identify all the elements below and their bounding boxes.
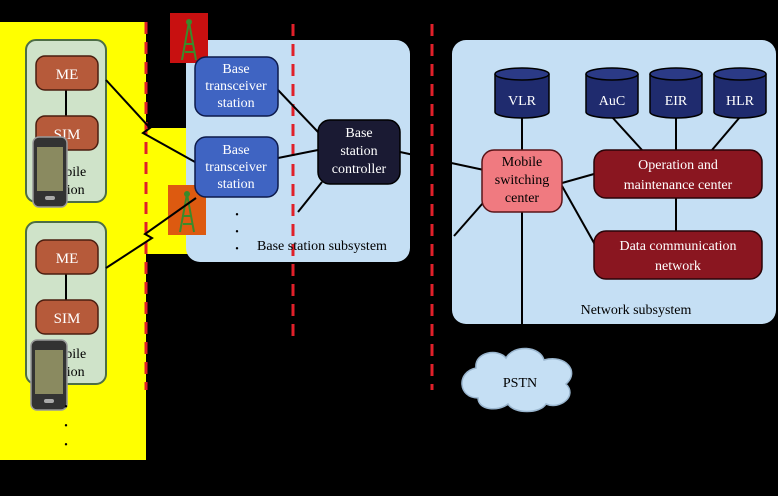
me-label: ME xyxy=(56,67,79,83)
omc-label-line2: maintenance center xyxy=(624,178,733,193)
bsc-label-line3: controller xyxy=(332,162,387,177)
msc-label-line3: center xyxy=(505,191,540,206)
mobile-station-2: ME SIM Mobile station xyxy=(25,221,107,411)
omc-box xyxy=(593,149,763,199)
bsc-box xyxy=(317,119,401,185)
ellipsis-dot: • xyxy=(235,227,239,238)
omc-label-line1: Operation and xyxy=(638,158,718,173)
dcn-label-line2: network xyxy=(655,259,701,274)
auc-database-icon xyxy=(585,67,639,119)
msc-label-line2: switching xyxy=(495,173,549,188)
ellipsis-dot: • xyxy=(235,244,239,255)
dcn-label-line1: Data communication xyxy=(619,239,736,254)
radio-link xyxy=(105,79,196,163)
me-box xyxy=(35,239,99,275)
ellipsis-dot: • xyxy=(64,440,68,451)
bts-label-line2: transceiver xyxy=(205,160,267,175)
bts-label-line3: station xyxy=(217,177,254,192)
pstn-cloud-icon xyxy=(461,347,573,413)
me-box xyxy=(35,55,99,91)
bsc-label-line2: station xyxy=(340,144,377,159)
phone-icon xyxy=(30,339,68,411)
hlr-database-icon xyxy=(713,67,767,119)
bts-box xyxy=(194,56,279,117)
pstn-label: PSTN xyxy=(503,376,537,391)
bts-label-line1: Base xyxy=(222,62,249,77)
bts-label-line1: Base xyxy=(222,143,249,158)
ellipsis-dot: • xyxy=(64,402,68,413)
msc-label-line1: Mobile xyxy=(502,155,542,170)
nss-subsystem-label: Network subsystem xyxy=(581,303,692,318)
mobile-station-1: ME SIM Mobile station xyxy=(25,39,107,208)
dcn-box xyxy=(593,230,763,280)
sim-label: SIM xyxy=(54,311,81,327)
hlr-label: HLR xyxy=(726,94,755,109)
auc-label: AuC xyxy=(599,94,625,109)
eir-database-icon xyxy=(649,67,703,119)
ellipsis-dot: • xyxy=(235,210,239,221)
bts-label-line3: station xyxy=(217,96,254,111)
me-label: ME xyxy=(56,251,79,267)
phone-icon xyxy=(32,136,68,208)
radio-link xyxy=(105,197,197,269)
bsc-label-line1: Base xyxy=(345,126,372,141)
vlr-database-icon xyxy=(494,67,550,119)
msc-box xyxy=(481,149,563,213)
bts-box xyxy=(194,136,279,198)
bts-label-line2: transceiver xyxy=(205,79,267,94)
bss-subsystem-label: Base station subsystem xyxy=(257,239,387,254)
ellipsis-dot: • xyxy=(64,421,68,432)
eir-label: EIR xyxy=(665,94,688,109)
vlr-label: VLR xyxy=(508,94,537,109)
sim-box xyxy=(35,299,99,335)
antenna-tower-icon xyxy=(170,13,208,63)
